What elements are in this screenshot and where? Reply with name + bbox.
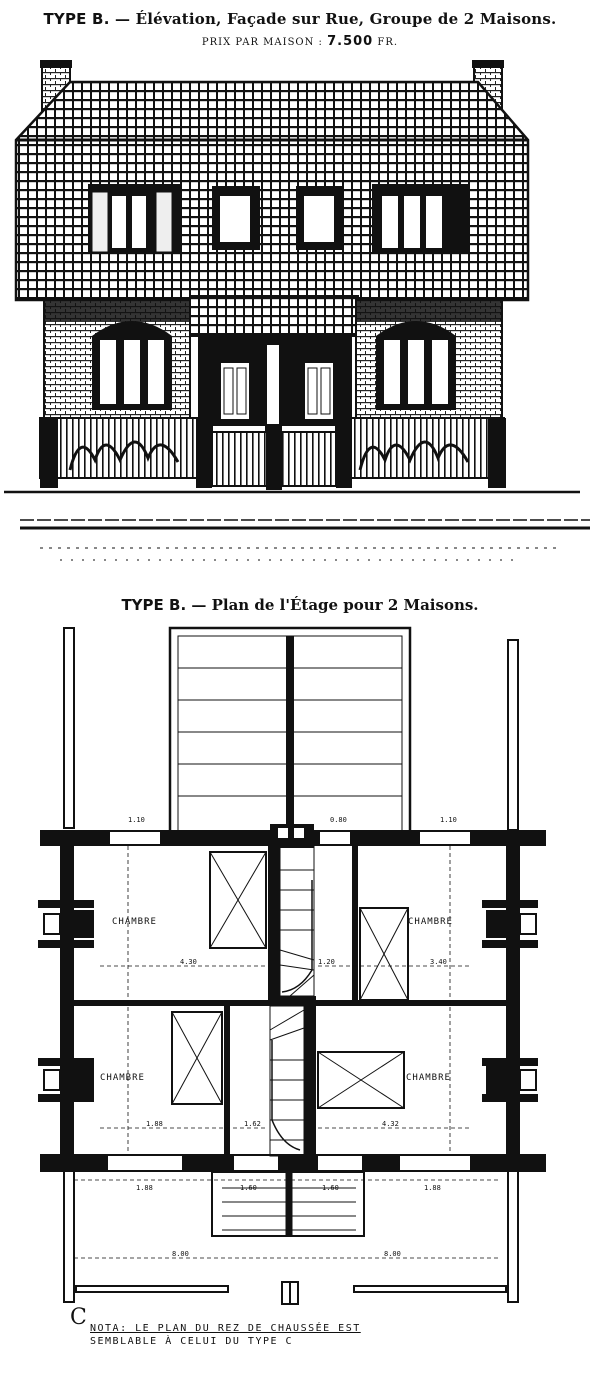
dim-bottom-left: 1.88 (136, 1184, 153, 1192)
dormer-window-left (88, 184, 182, 254)
dim-top-mid: 0.80 (330, 816, 347, 824)
plan-note-line2: SEMBLABLE À CELUI DU TYPE C (90, 1336, 294, 1347)
dim-bottom-right: 1.88 (424, 1184, 441, 1192)
dim-low-mid: 1.62 (244, 1120, 261, 1128)
dormer-window-right (372, 184, 468, 254)
elevation-title: TYPE B. — Élévation, Façade sur Rue, Gro… (0, 10, 600, 28)
porch-roof (189, 295, 359, 337)
door-right (303, 361, 335, 421)
ground-window-right (376, 321, 456, 410)
staircase-lower (269, 1005, 305, 1157)
room-label-lower-right: CHAMBRE (406, 1073, 451, 1083)
dim-low-left: 1.88 (146, 1120, 163, 1128)
plan-note-line1: NOTA: LE PLAN DU REZ DE CHAUSSÉE EST (90, 1323, 361, 1334)
staircase-upper (279, 845, 315, 997)
plan-title-text: — Plan de l'Étage pour 2 Maisons. (191, 596, 479, 614)
dim-mid-mid-left: 1.20 (318, 958, 335, 966)
room-label-upper-right: CHAMBRE (408, 917, 453, 927)
price-value: 7.500 (327, 34, 374, 49)
dim-mid-left: 4.30 (180, 958, 197, 966)
price-prefix: PRIX PAR MAISON : (201, 37, 323, 48)
note-mark: C (70, 1305, 87, 1330)
front-steps (211, 1171, 365, 1237)
plan-note: NOTA: LE PLAN DU REZ DE CHAUSSÉE EST SEM… (90, 1322, 490, 1348)
dormer-window-center-left (212, 186, 260, 250)
dim-low-right: 4.32 (382, 1120, 399, 1128)
price-unit: FR. (377, 37, 399, 48)
bed-lower-right (317, 1051, 405, 1109)
room-label-lower-left: CHAMBRE (100, 1073, 145, 1083)
price-line: PRIX PAR MAISON : 7.500 FR. (0, 34, 600, 49)
ground-window-left (92, 321, 172, 410)
plan-type-label: TYPE B. (121, 596, 187, 614)
elevation-type-label: TYPE B. (43, 10, 110, 28)
dim-mid-right: 3.40 (430, 958, 447, 966)
wall-right (506, 830, 520, 1172)
bed-upper-right (359, 907, 409, 1001)
dormer-window-center-right (296, 186, 344, 250)
bed-lower-left (171, 1011, 223, 1105)
elevation-drawing (4, 60, 590, 561)
door-left (219, 361, 251, 421)
plan-title: TYPE B. — Plan de l'Étage pour 2 Maisons… (0, 596, 600, 614)
floor-plan: CHAMBRE CHAMBRE CHAMBRE CHAMBRE 1.10 0.8… (38, 626, 546, 1305)
dim-top-left: 1.10 (128, 816, 145, 824)
wall-left (60, 830, 74, 1172)
gate-left (211, 431, 269, 487)
rear-yard (168, 626, 412, 834)
dim-overall-left: 8.00 (172, 1250, 189, 1258)
gate-right (281, 431, 337, 487)
bed-upper-left (209, 851, 267, 949)
elevation-title-text: — Élévation, Façade sur Rue, Groupe de 2… (115, 10, 557, 28)
dim-top-right: 1.10 (440, 816, 457, 824)
room-label-upper-left: CHAMBRE (112, 917, 157, 927)
dim-overall-right: 8.00 (384, 1250, 401, 1258)
